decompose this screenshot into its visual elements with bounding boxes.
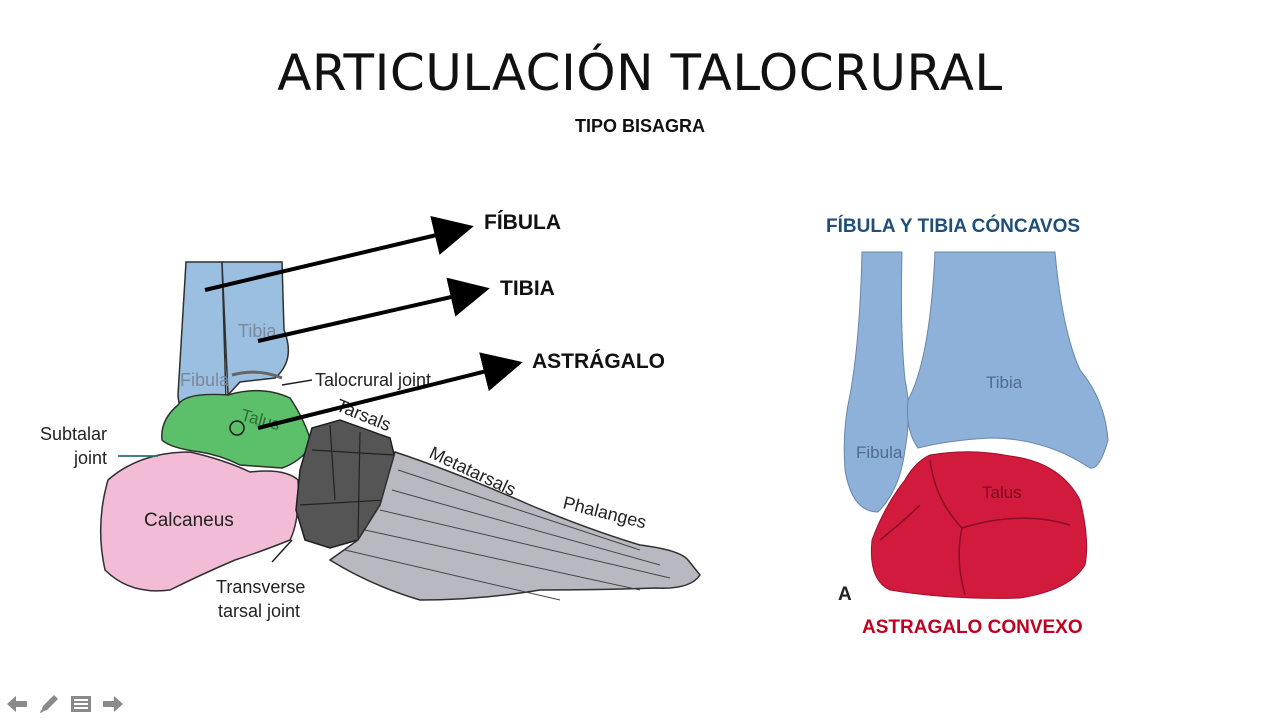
label-fibula: Fibula: [180, 370, 230, 390]
pen-icon[interactable]: [36, 691, 62, 717]
foot-lateral-diagram: Tibia Fibula Talus Talocrural joint Tars…: [40, 261, 701, 621]
right-tibia-bone: [907, 251, 1109, 469]
slide-title: ARTICULACIÓN TALOCRURAL: [277, 44, 1003, 102]
slide-subtitle: TIPO BISAGRA: [574, 116, 705, 136]
calcaneus-bone: [99, 451, 300, 592]
right-talus-bone: [870, 451, 1088, 599]
right-label-talus: Talus: [982, 483, 1022, 502]
label-subtalar-2: joint: [73, 448, 107, 468]
label-transverse-1: Transverse: [216, 577, 305, 597]
forward-arrow-icon[interactable]: [100, 691, 126, 717]
callout-fibula: FÍBULA: [484, 211, 561, 234]
caption-convex: ASTRAGALO CONVEXO: [862, 617, 1083, 638]
right-fibula-bone: [843, 251, 909, 513]
callout-tibia: TIBIA: [500, 277, 555, 300]
caption-concave: FÍBULA Y TIBIA CÓNCAVOS: [826, 216, 1081, 237]
label-talocrural-joint: Talocrural joint: [315, 370, 431, 390]
right-label-fibula: Fibula: [856, 443, 903, 462]
label-tibia: Tibia: [238, 321, 277, 341]
label-subtalar-1: Subtalar: [40, 424, 107, 444]
callout-talus: ASTRÁGALO: [532, 350, 665, 373]
back-arrow-icon[interactable]: [4, 691, 30, 717]
panel-letter: A: [838, 584, 852, 605]
slideshow-toolbar: [4, 690, 126, 718]
label-transverse-2: tarsal joint: [218, 601, 300, 621]
label-calcaneus: Calcaneus: [144, 510, 234, 531]
ankle-frontal-diagram: Tibia Fibula Talus A: [838, 251, 1109, 605]
menu-icon[interactable]: [68, 691, 94, 717]
right-label-tibia: Tibia: [986, 373, 1023, 392]
